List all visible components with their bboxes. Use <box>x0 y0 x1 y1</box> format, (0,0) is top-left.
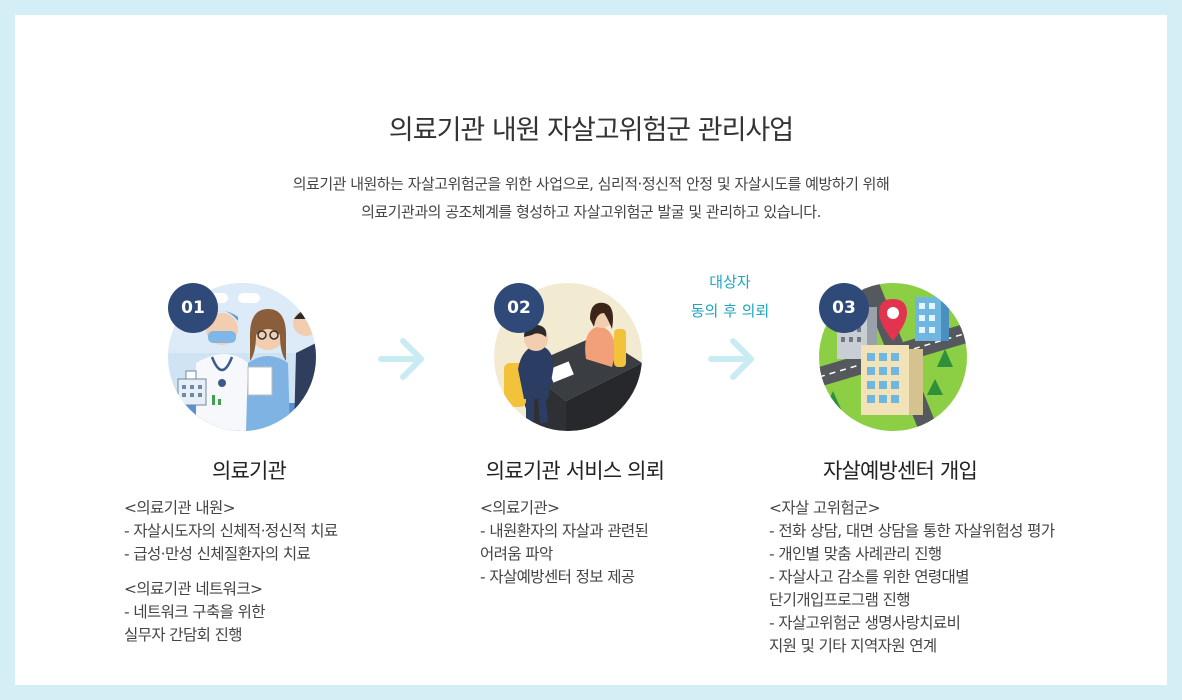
medical-staff-illustration <box>168 283 316 431</box>
consent-line-1: 대상자 <box>709 273 751 291</box>
step-list-2: <의료기관> - 내원환자의 자살과 관련된 어려움 파악 - 자살예방센터 정… <box>480 497 649 589</box>
step-badge-2: 02 <box>494 283 544 333</box>
list-item: - 자살사고 감소를 위한 연령대별 <box>769 568 969 586</box>
list-item: 실무자 간담회 진행 <box>124 626 243 644</box>
description-line-1: 의료기관 내원하는 자살고위험군을 위한 사업으로, 심리적·정신적 안정 및 … <box>292 175 890 193</box>
consent-line-2: 동의 후 의뢰 <box>690 302 770 320</box>
step-title-2: 의료기관 서비스 의뢰 <box>485 459 665 483</box>
page-title: 의료기관 내원 자살고위험군 관리사업 <box>388 115 794 146</box>
list-item: - 자살고위험군 생명사랑치료비 <box>769 614 961 632</box>
list-item: - 급성·만성 신체질환자의 치료 <box>124 545 311 563</box>
arrow-right-icon <box>377 334 427 384</box>
list-item: <의료기관> <box>480 499 560 517</box>
step-badge-3: 03 <box>819 283 869 333</box>
list-item: 단기개입프로그램 진행 <box>769 591 911 609</box>
arrow-right-icon <box>707 334 757 384</box>
list-item: 지원 및 기타 지역자원 연계 <box>769 637 937 655</box>
list-item: <자살 고위험군> <box>769 499 881 517</box>
list-item: <의료기관 내원> <box>124 499 236 517</box>
consent-label: 대상자 동의 후 의뢰 <box>660 268 800 326</box>
step-title-3: 자살예방센터 개입 <box>822 459 978 483</box>
step-list-3: <자살 고위험군> - 전화 상담, 대면 상담을 통한 자살위험성 평가 - … <box>769 497 1055 658</box>
step-list-1: <의료기관 내원> - 자살시도자의 신체적·정신적 치료 - 급성·만성 신체… <box>124 497 338 647</box>
list-item: - 자살시도자의 신체적·정신적 치료 <box>124 522 338 540</box>
list-item: - 개인별 맞춤 사례관리 진행 <box>769 545 942 563</box>
list-item: - 내원환자의 자살과 관련된 <box>480 522 649 540</box>
step-badge-1: 01 <box>168 283 218 333</box>
list-item: 어려움 파악 <box>480 545 553 563</box>
page-description: 의료기관 내원하는 자살고위험군을 위한 사업으로, 심리적·정신적 안정 및 … <box>0 170 1182 226</box>
list-item: <의료기관 네트워크> <box>124 580 263 598</box>
description-line-2: 의료기관과의 공조체계를 형성하고 자살고위험군 발굴 및 관리하고 있습니다. <box>361 203 821 221</box>
list-item: - 자살예방센터 정보 제공 <box>480 568 635 586</box>
list-item: - 전화 상담, 대면 상담을 통한 자살위험성 평가 <box>769 522 1055 540</box>
list-item: - 네트워크 구축을 위한 <box>124 603 266 621</box>
step-title-1: 의료기관 <box>211 459 287 483</box>
